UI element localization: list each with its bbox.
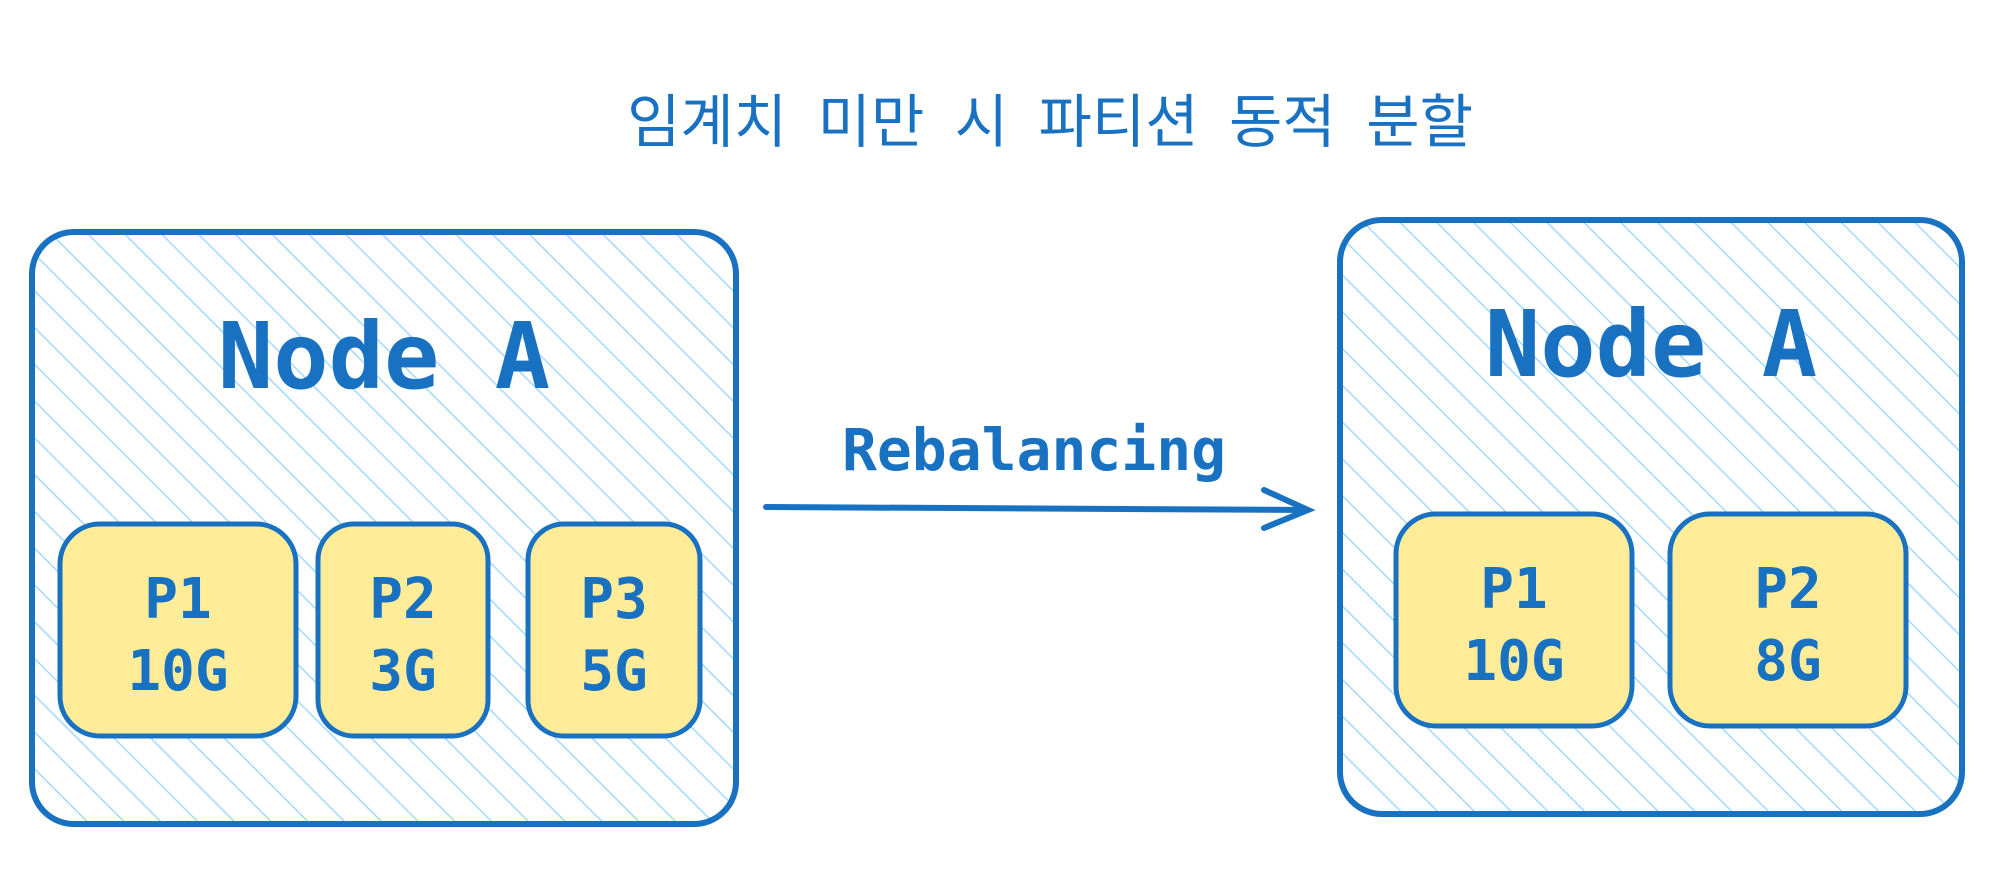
rebalancing-edge: Rebalancing [763, 416, 1316, 531]
partition-after-p2: P2 8G [1667, 511, 1909, 729]
partition-box [525, 521, 703, 739]
partition-box [57, 521, 299, 739]
partition-before-p3: P3 5G [525, 521, 703, 739]
partition-name: P2 [1754, 557, 1821, 622]
partition-box [315, 521, 491, 739]
partition-box [1393, 511, 1635, 729]
partition-name: P3 [580, 567, 647, 632]
partition-box [1667, 511, 1909, 729]
partition-before-p2: P2 3G [315, 521, 491, 739]
partition-name: P1 [144, 567, 211, 632]
partition-size: 10G [1463, 629, 1564, 694]
diagram-title: 임계치 미만 시 파티션 동적 분할 [627, 88, 1473, 156]
partition-name: P2 [369, 567, 436, 632]
node-after: Node A P1 10G P2 8G [1337, 217, 1965, 817]
partition-before-p1: P1 10G [57, 521, 299, 739]
node-before-label: Node A [218, 303, 550, 410]
partition-size: 3G [369, 639, 436, 704]
partition-name: P1 [1480, 557, 1547, 622]
node-after-label: Node A [1485, 291, 1817, 398]
node-before: Node A P1 10G P2 3G P3 5G [29, 229, 739, 827]
partition-size: 10G [127, 639, 228, 704]
partition-size: 8G [1754, 629, 1821, 694]
partition-after-p1: P1 10G [1393, 511, 1635, 729]
partition-size: 5G [580, 639, 647, 704]
edge-label: Rebalancing [842, 416, 1226, 484]
arrow-right-icon [763, 487, 1316, 531]
